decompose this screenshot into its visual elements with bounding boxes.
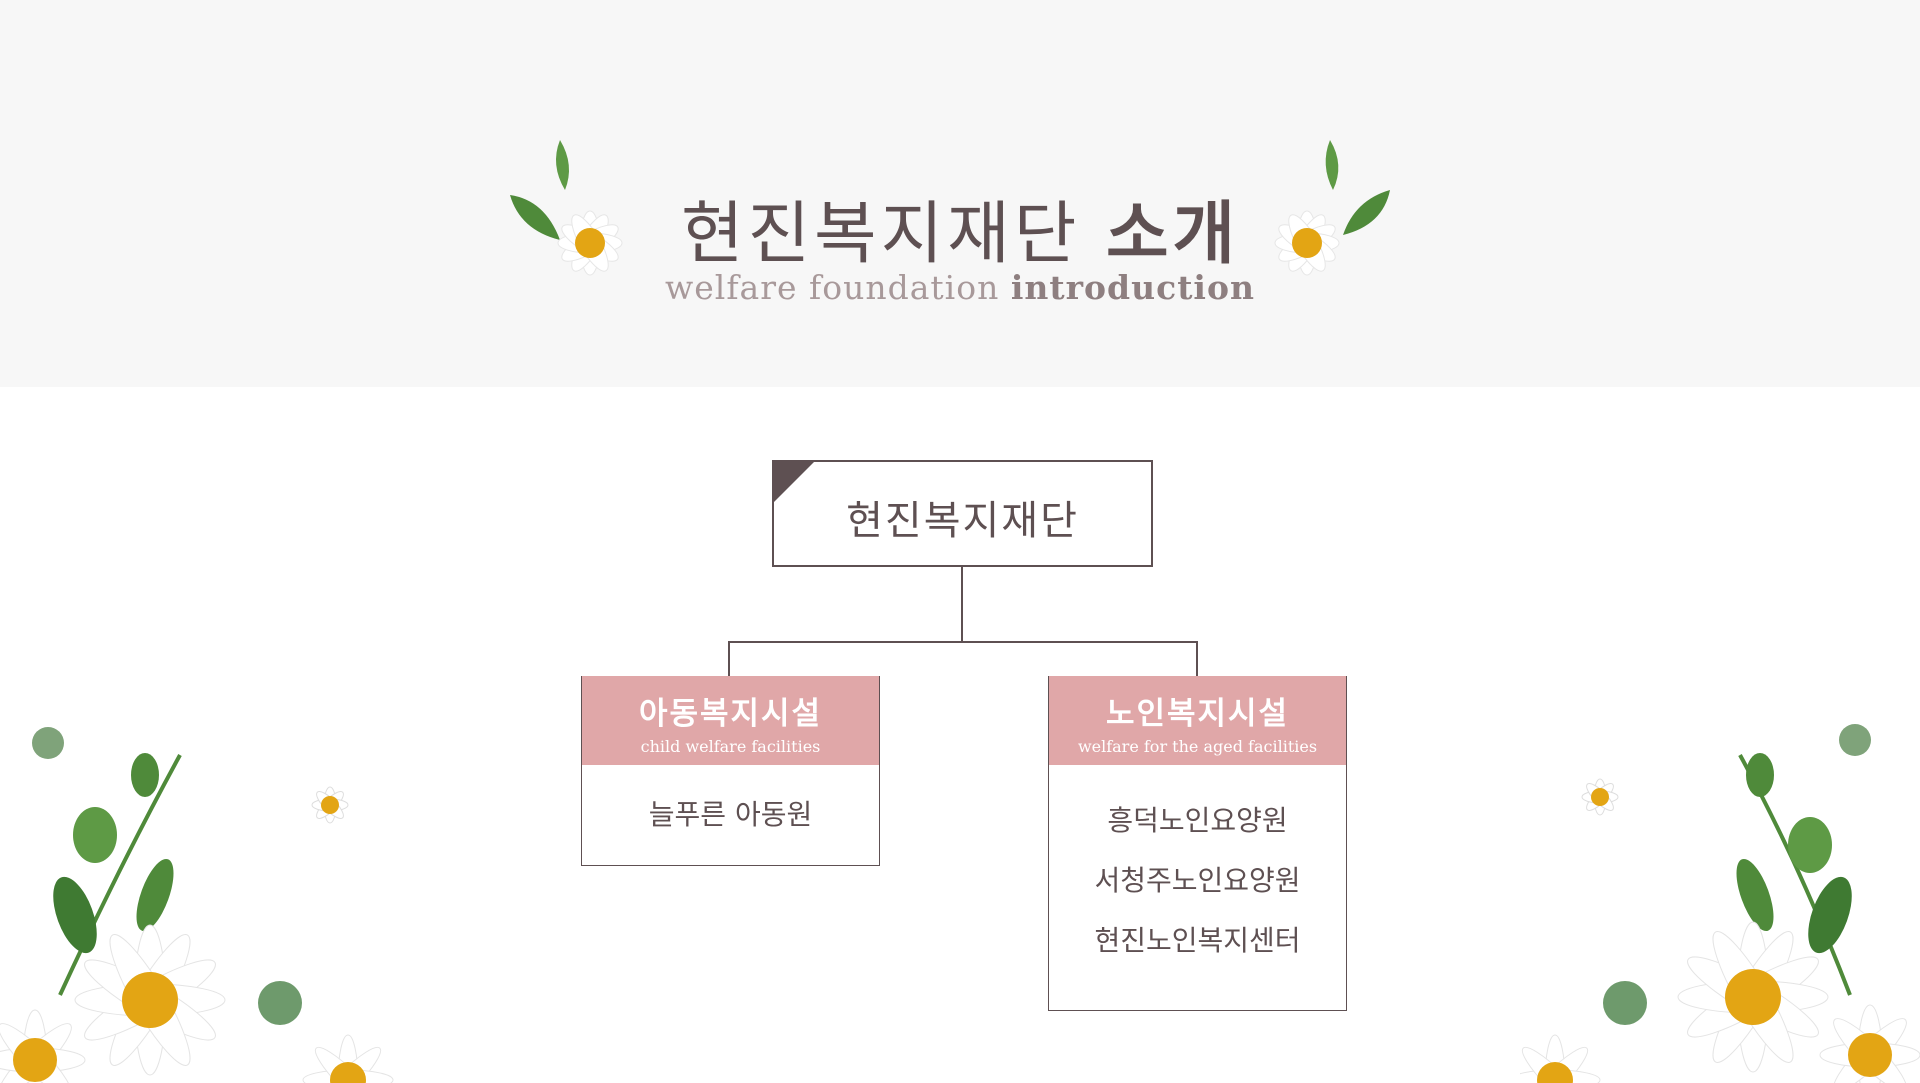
category-title: 아동복지시설: [638, 696, 823, 732]
org-root-box: 현진복지재단: [772, 460, 1153, 567]
connector-right: [1196, 641, 1198, 677]
title-bold: 소개: [1105, 195, 1240, 274]
header-band: [0, 0, 1920, 387]
org-root-label: 현진복지재단: [846, 498, 1079, 544]
connector-horizontal: [728, 641, 1198, 643]
flower-corner-right-icon: [1520, 724, 1920, 1083]
facility-item: 서청주노인요양원: [1094, 864, 1301, 897]
facility-item: 흥덕노인요양원: [1107, 804, 1288, 837]
child-welfare-box: 아동복지시설 child welfare facilities 늘푸른 아동원: [581, 676, 880, 866]
page-title: 현진복지재단 소개: [0, 178, 1920, 277]
page-subtitle: welfare foundation introduction: [0, 268, 1920, 307]
daisy-leaf-left-icon: [510, 140, 623, 276]
facility-item: 늘푸른 아동원: [648, 798, 813, 831]
subtitle-light: welfare foundation: [665, 268, 1000, 307]
subtitle-bold: introduction: [1010, 268, 1255, 307]
category-subtitle: child welfare facilities: [640, 737, 821, 756]
facility-item: 현진노인복지센터: [1094, 924, 1301, 957]
corner-accent: [774, 462, 814, 502]
category-header: 노인복지시설 welfare for the aged facilities: [1049, 676, 1346, 765]
category-title: 노인복지시설: [1105, 696, 1290, 732]
aged-welfare-box: 노인복지시설 welfare for the aged facilities 흥…: [1048, 676, 1347, 1011]
title-main: 현진복지재단: [680, 195, 1081, 274]
category-header: 아동복지시설 child welfare facilities: [582, 676, 879, 765]
flower-corner-left-icon: [0, 727, 394, 1083]
category-subtitle: welfare for the aged facilities: [1077, 737, 1318, 756]
daisy-leaf-right-icon: [1274, 140, 1390, 276]
connector-left: [728, 641, 730, 677]
connector-vertical: [961, 566, 963, 643]
